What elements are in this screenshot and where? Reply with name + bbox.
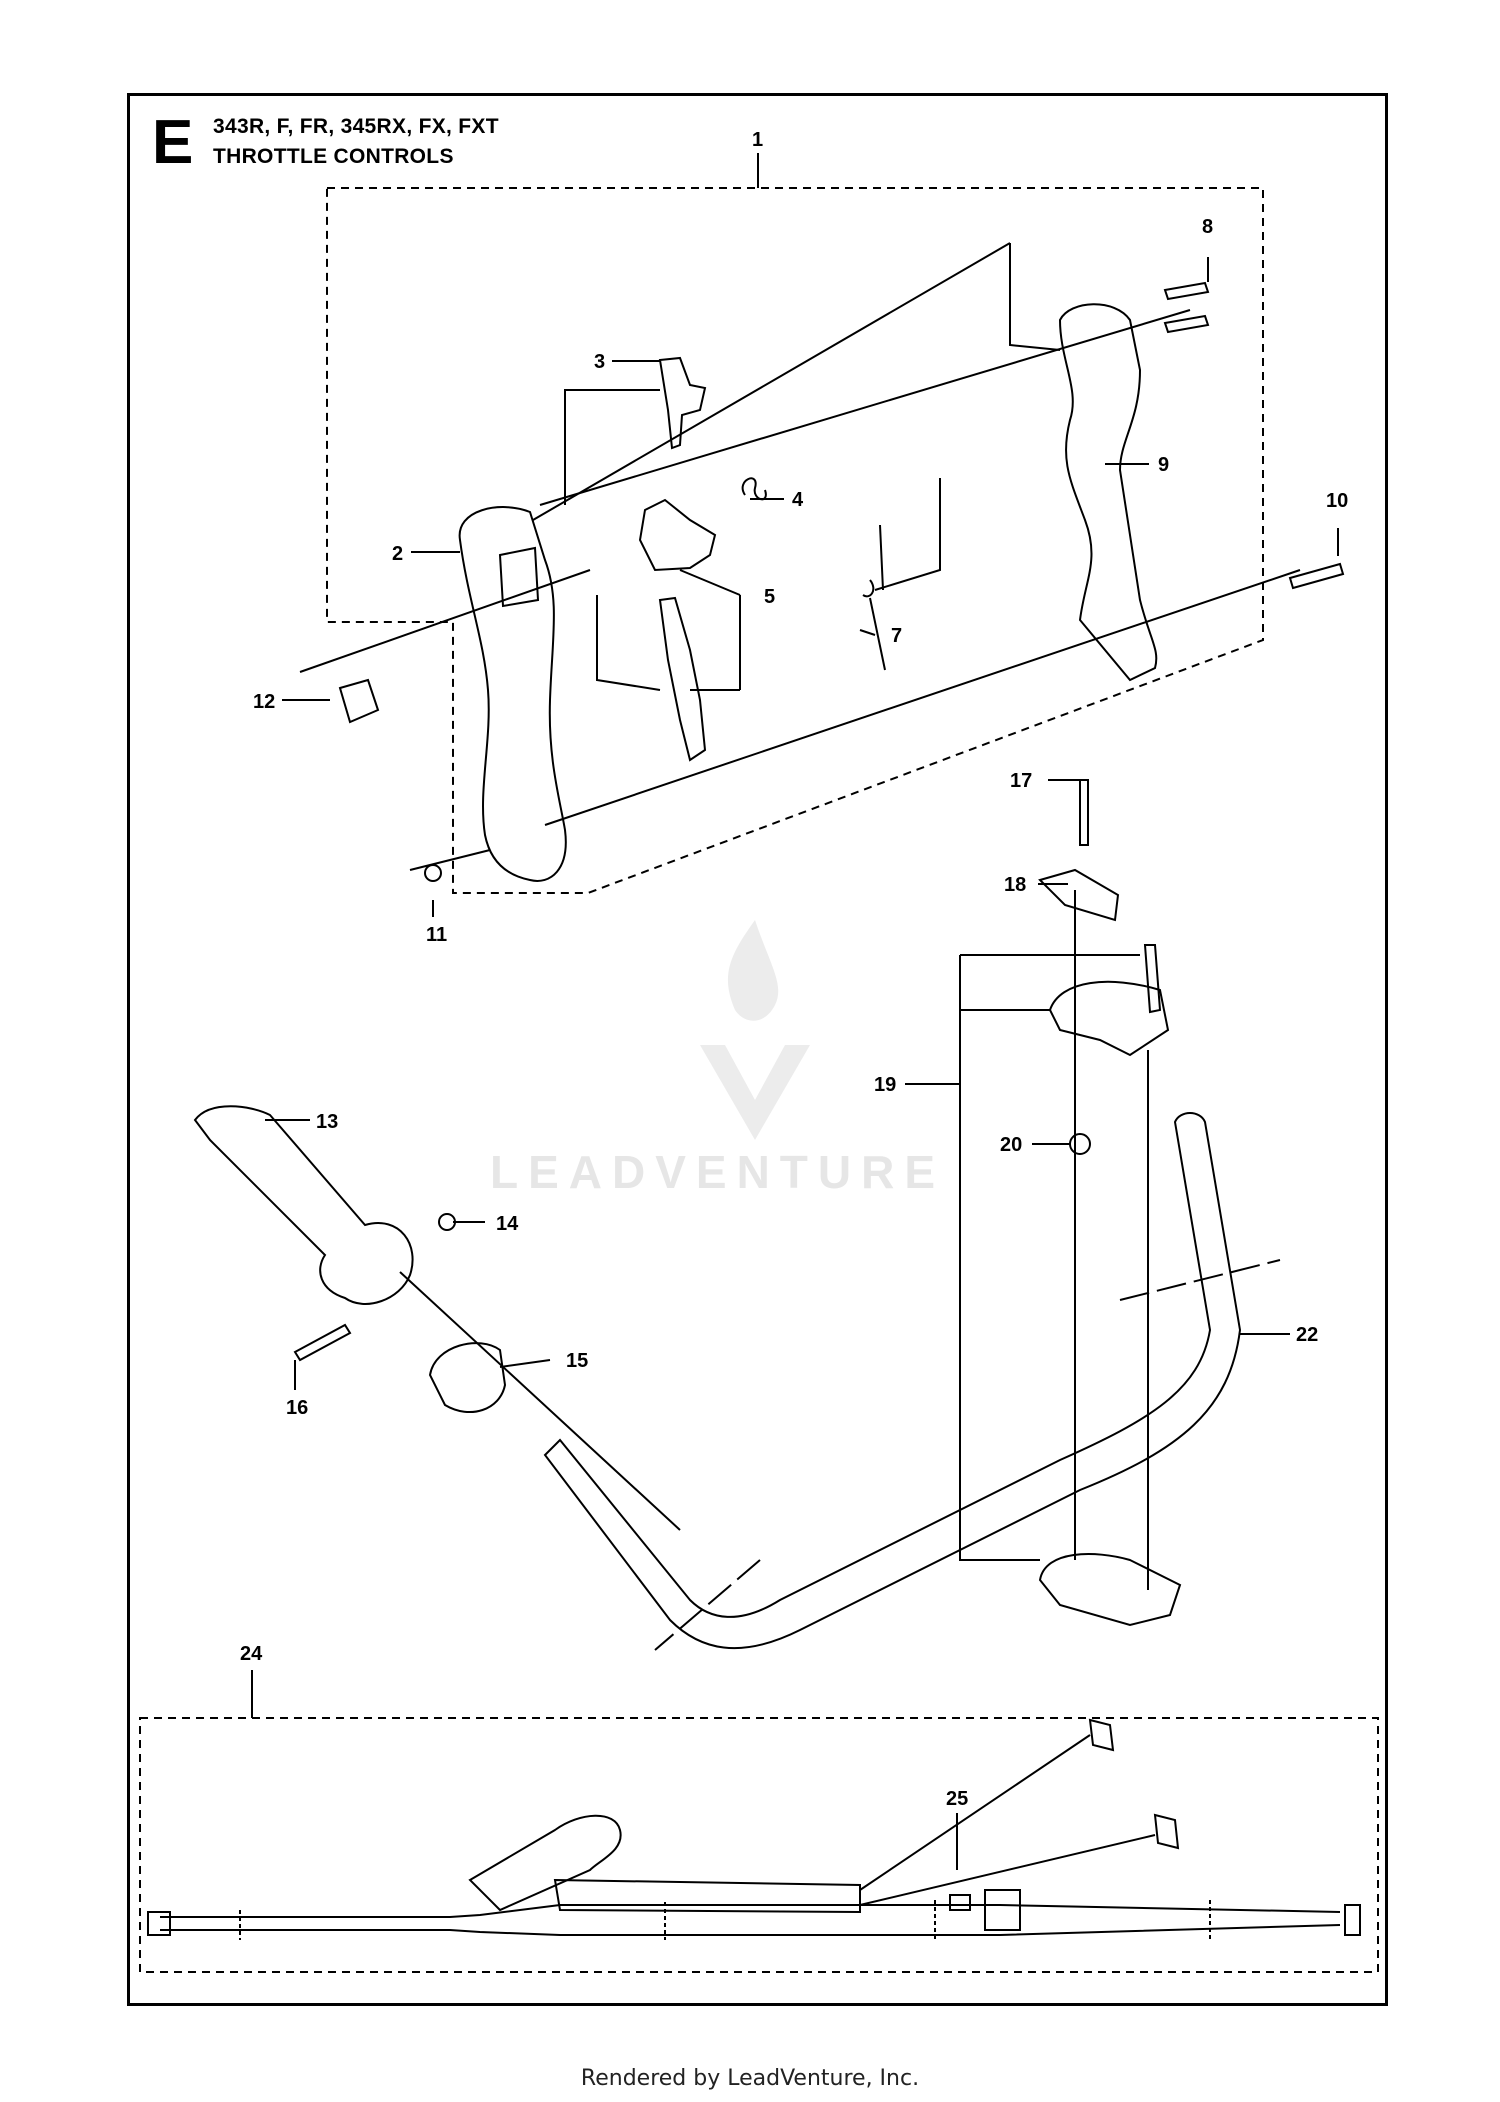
- callout-9: 9: [1158, 454, 1169, 476]
- part-16-screw: [293, 1323, 352, 1362]
- callout-15: 15: [566, 1350, 588, 1372]
- part-19-clamp-upper: [1048, 980, 1170, 1057]
- part-2-grip-housing: [458, 506, 567, 882]
- part-3-trigger-lockout: [658, 356, 707, 450]
- part-12-switch: [338, 678, 380, 724]
- callout-2: 2: [392, 543, 403, 565]
- part-18-clamp-knob: [1038, 868, 1120, 922]
- part-19-clamp-lower: [1038, 1553, 1182, 1627]
- part-4-spring: [741, 477, 767, 501]
- part-24-handle-grip: [468, 1814, 622, 1912]
- assembly-1-box: [326, 187, 1264, 894]
- watermark-text: LEADVENTURE: [490, 1146, 946, 1198]
- callout-22: 22: [1296, 1324, 1318, 1346]
- part-11-nut: [424, 864, 442, 882]
- callout-24: 24: [240, 1643, 263, 1665]
- callout-8: 8: [1202, 216, 1213, 238]
- callout-7: 7: [891, 625, 902, 647]
- part-10-screw: [1288, 562, 1345, 590]
- callout-5: 5: [764, 586, 775, 608]
- callout-1: 1: [752, 129, 763, 151]
- callout-11: 11: [426, 924, 447, 946]
- part-7-wire: [862, 524, 886, 671]
- part-9-housing-half: [1058, 303, 1158, 682]
- part-17-bolt: [1079, 779, 1089, 846]
- callout-10: 10: [1326, 490, 1348, 512]
- part-14-nut: [438, 1213, 456, 1231]
- part-5-throttle-trigger: [638, 498, 717, 572]
- section-letter: E: [152, 108, 194, 177]
- callout-13: 13: [316, 1111, 338, 1133]
- part-19-screw: [1143, 944, 1162, 1014]
- model-list: 343R, F, FR, 345RX, FX, FXT: [213, 115, 499, 138]
- callout-25: 25: [946, 1788, 968, 1810]
- callout-17: 17: [1010, 770, 1032, 792]
- callout-3: 3: [594, 351, 605, 373]
- part-20-washer: [1069, 1133, 1091, 1155]
- part-8-screws: [1163, 281, 1210, 334]
- diagram-frame: [127, 93, 1388, 2006]
- callout-20: 20: [1000, 1134, 1022, 1156]
- callout-4: 4: [792, 489, 804, 511]
- part-13-handle-grip: [193, 1105, 414, 1305]
- diagram-title: THROTTLE CONTROLS: [213, 145, 454, 168]
- part-15-clamp: [428, 1342, 507, 1414]
- assembly-24-box: [139, 1717, 1379, 1973]
- callout-19: 19: [874, 1074, 896, 1096]
- callout-16: 16: [286, 1397, 308, 1419]
- part-22-handlebar: [543, 1112, 1242, 1650]
- part-5-lever: [658, 596, 707, 762]
- callout-14: 14: [496, 1213, 519, 1235]
- part-25-adjuster: [949, 1889, 1021, 1931]
- footer-credit: Rendered by LeadVenture, Inc.: [580, 2066, 920, 2091]
- callout-18: 18: [1004, 874, 1026, 896]
- flame-v-logo: [700, 920, 810, 1140]
- callout-12: 12: [253, 691, 275, 713]
